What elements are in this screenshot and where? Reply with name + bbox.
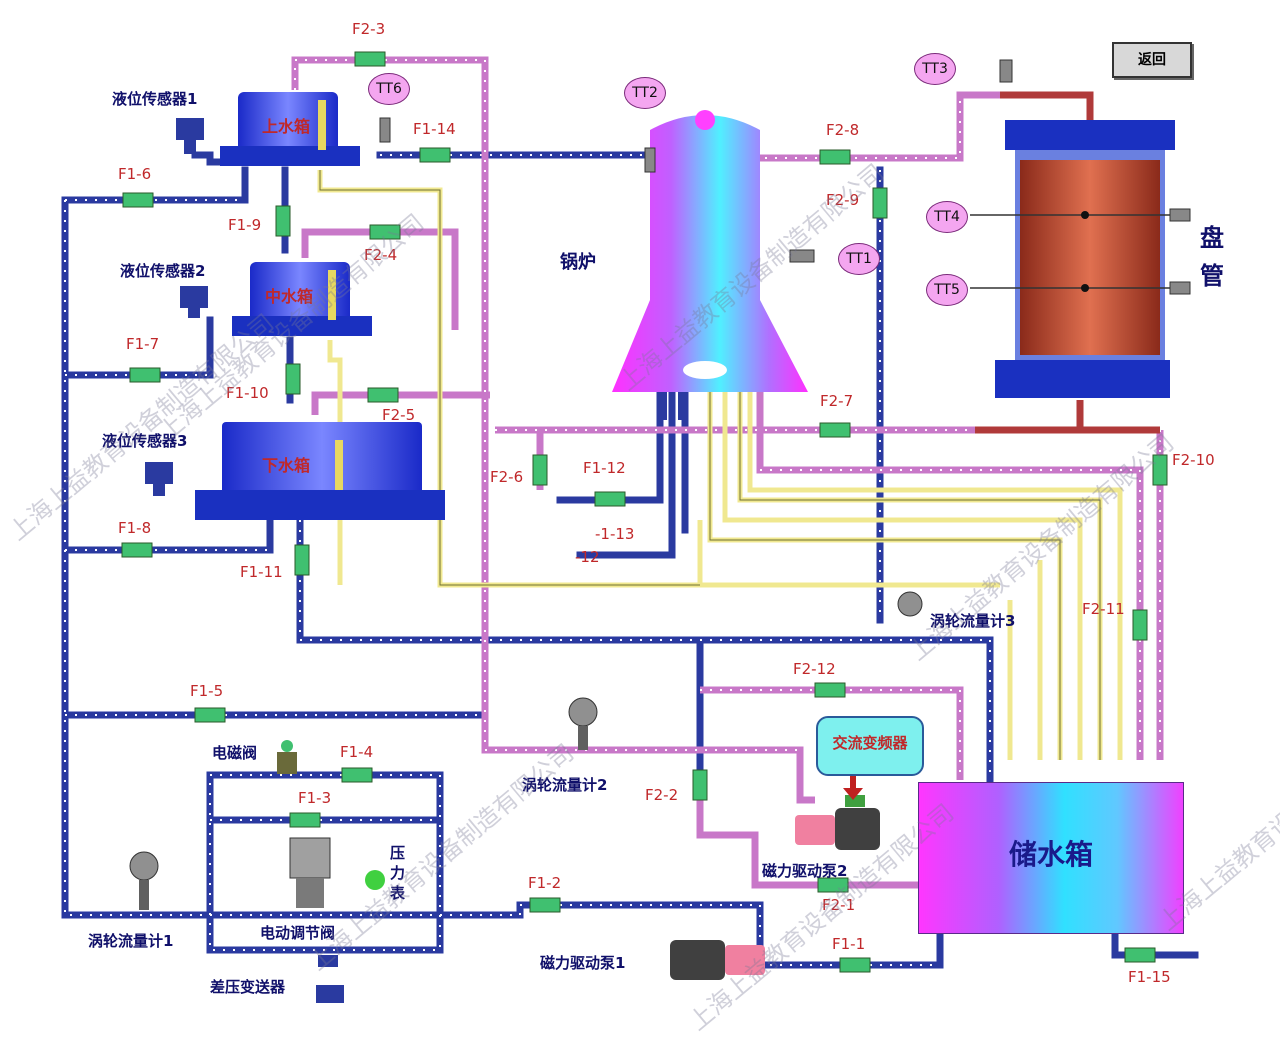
pressure-gauge-label-3: 表 xyxy=(390,884,406,902)
valve-f2-6-label: F2-6 xyxy=(490,468,524,486)
pressure-gauge-device xyxy=(365,870,385,890)
electric-valve-device xyxy=(289,837,331,908)
red-pipes xyxy=(975,91,1160,434)
pressure-gauge-label-1: 压 xyxy=(390,844,406,862)
solenoid-valve-label: 电磁阀 xyxy=(212,744,258,762)
valve-f2-9-label: F2-9 xyxy=(826,191,860,209)
pump-1-label: 磁力驱动泵1 xyxy=(540,954,626,972)
level-sensor-1 xyxy=(176,118,204,154)
solenoid-valve-device xyxy=(277,740,297,774)
yellow-pipe-outline xyxy=(319,170,1101,760)
dp-transmitter-device xyxy=(316,955,344,1003)
valve-f1-14-label: F1-14 xyxy=(413,120,456,138)
valves xyxy=(121,51,1168,973)
tt2-sensor: TT2 xyxy=(624,77,666,109)
upper-tank-label: 上水箱 xyxy=(262,117,311,136)
valve-f2-10-label: F2-10 xyxy=(1172,451,1215,469)
level-sensor-3-label: 液位传感器3 xyxy=(102,432,188,450)
valve-f1-5-label: F1-5 xyxy=(190,682,224,700)
valve-f2-12-label: F2-12 xyxy=(793,660,836,678)
valve-f2-7-label: F2-7 xyxy=(820,392,854,410)
valve-f2-11-label: F2-11 xyxy=(1082,600,1125,618)
pump-2-label: 磁力驱动泵2 xyxy=(762,862,848,880)
valve-f1-11-label: F1-11 xyxy=(240,563,283,581)
coil-label-1: 盘 xyxy=(1200,224,1224,252)
level-sensor-3 xyxy=(145,462,173,496)
valve-f1-7-label: F1-7 xyxy=(126,335,160,353)
tt4-sensor: TT4 xyxy=(926,201,968,233)
inverter-arrow xyxy=(843,774,863,800)
coil-exchanger xyxy=(970,120,1175,398)
flowmeter-3-device xyxy=(897,591,923,617)
return-button[interactable]: 返回 xyxy=(1112,42,1192,78)
level-sensor-1-label: 液位传感器1 xyxy=(112,90,198,108)
valve-f1-2-label: F1-2 xyxy=(528,874,562,892)
tt5-sensor: TT5 xyxy=(926,274,968,306)
temp-probes xyxy=(379,59,1191,295)
valve-f2-5-label: F2-5 xyxy=(382,406,416,424)
flowmeter-1-label: 涡轮流量计1 xyxy=(88,932,174,950)
storage-tank: 储水箱 xyxy=(918,782,1184,934)
flowmeter-2-label: 涡轮流量计2 xyxy=(522,776,608,794)
boiler-label: 锅炉 xyxy=(560,252,596,273)
pink-pipe-dots xyxy=(294,59,1161,780)
level-sensor-2 xyxy=(180,286,208,318)
valve-f1-10-label: F1-10 xyxy=(226,384,269,402)
valve-f1-6-label: F1-6 xyxy=(118,165,152,183)
valve-f1-9-label: F1-9 xyxy=(228,216,262,234)
valve-f1-12-label: F1-12 xyxy=(583,459,626,477)
valve-f1-1-label: F1-1 xyxy=(832,935,866,953)
flowmeter-1-device xyxy=(129,851,159,910)
pump-2-device xyxy=(795,795,880,850)
pump-1-device xyxy=(670,940,765,980)
valve-f2-4-label: F2-4 xyxy=(364,246,398,264)
boiler xyxy=(612,110,808,420)
valve-f2-1-label: F2-1 xyxy=(822,896,856,914)
coil-label-2: 管 xyxy=(1200,262,1224,290)
middle-tank xyxy=(232,262,372,336)
valve-f1-13-label: -1-13 xyxy=(595,525,635,543)
middle-tank-label: 中水箱 xyxy=(265,287,314,306)
lower-tank-label: 下水箱 xyxy=(262,456,311,475)
valve-f1-15-label: F1-15 xyxy=(1128,968,1171,986)
valve-f1-3-label: F1-3 xyxy=(298,789,332,807)
flowmeter-3-label: 涡轮流量计3 xyxy=(930,612,1016,630)
storage-tank-label: 储水箱 xyxy=(1008,838,1093,871)
valve-f1-8-label: F1-8 xyxy=(118,519,152,537)
valve-f2-2-label: F2-2 xyxy=(645,786,679,804)
valve-f2-8-label: F2-8 xyxy=(826,121,860,139)
electric-valve-label: 电动调节阀 xyxy=(260,924,336,942)
dp-transmitter-label: 差压变送器 xyxy=(210,978,286,996)
valve-f2-3-label: F2-3 xyxy=(352,20,386,38)
tt6-sensor: TT6 xyxy=(368,73,410,105)
flowmeter-2-device xyxy=(568,697,598,750)
inverter-callout: 交流变频器 xyxy=(816,716,924,776)
valve-f1-12b-label: -12 xyxy=(575,548,600,566)
pressure-gauge-label-2: 力 xyxy=(390,864,406,882)
tt1-sensor: TT1 xyxy=(838,243,880,275)
level-sensor-2-label: 液位传感器2 xyxy=(120,262,206,280)
upper-tank xyxy=(220,92,360,166)
lower-tank xyxy=(195,422,445,520)
valve-f1-4-label: F1-4 xyxy=(340,743,374,761)
tt3-sensor: TT3 xyxy=(914,53,956,85)
